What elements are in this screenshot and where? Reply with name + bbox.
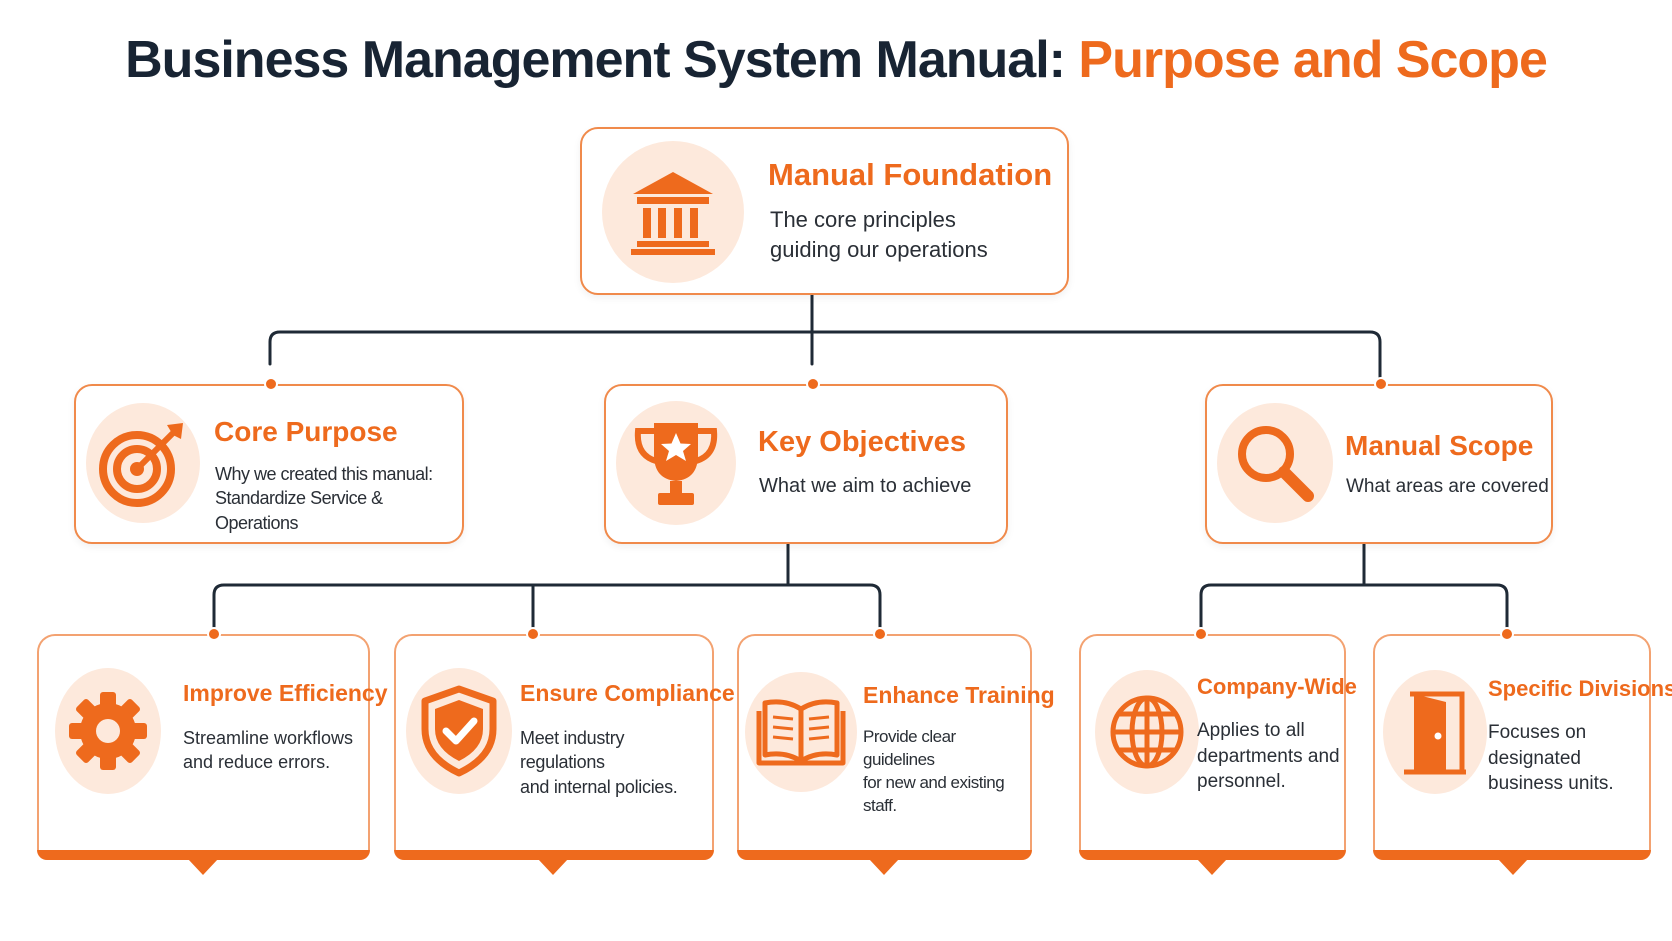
- specific-divisions-pointer: [1498, 859, 1528, 875]
- bank-building-icon: [631, 172, 715, 255]
- open-book-icon: [756, 699, 846, 766]
- card-manual-foundation: Manual Foundation The core principles gu…: [580, 127, 1069, 295]
- page-title-main: Business Management System Manual:: [125, 31, 1066, 89]
- improve-efficiency-icon-badge: [55, 668, 161, 794]
- scope-bus-line: [1199, 583, 1509, 634]
- manual-scope-icon-badge: [1217, 403, 1333, 523]
- enhance-training-pointer: [869, 859, 899, 875]
- magnifier-icon: [1238, 426, 1314, 502]
- connector-dot: [207, 627, 221, 641]
- ensure-compliance-title: Ensure Compliance: [520, 680, 735, 706]
- connector-dot: [264, 377, 278, 391]
- core-purpose-title: Core Purpose: [214, 416, 398, 447]
- connector-dot: [806, 377, 820, 391]
- specific-divisions-icon-badge: [1383, 670, 1487, 794]
- page-title-accent: Purpose and Scope: [1078, 31, 1547, 89]
- card-manual-scope: Manual Scope What areas are covered: [1205, 384, 1553, 544]
- connector-dot: [1194, 627, 1208, 641]
- card-specific-divisions: Specific Divisions Focuses on designated…: [1373, 634, 1672, 850]
- page-title: Business Management System Manual: Purpo…: [0, 30, 1672, 90]
- root-title: Manual Foundation: [768, 157, 1053, 192]
- company-wide-base-bar: [1079, 850, 1346, 860]
- connector-dot: [873, 627, 887, 641]
- enhance-training-base-bar: [737, 850, 1032, 860]
- key-objectives-icon-badge: [616, 401, 736, 525]
- improve-efficiency-pointer: [188, 859, 218, 875]
- level2-bus-line: [268, 330, 1382, 386]
- gear-icon: [69, 692, 147, 770]
- globe-icon: [1110, 695, 1184, 769]
- improve-efficiency-desc: Streamline workflows and reduce errors.: [183, 728, 354, 773]
- objectives-bus-line: [212, 583, 882, 634]
- enhance-training-icon-badge: [745, 672, 857, 792]
- ensure-compliance-icon-badge: [406, 668, 512, 794]
- trophy-icon: [634, 423, 718, 505]
- company-wide-pointer: [1197, 859, 1227, 875]
- core-purpose-desc: Why we created this manual: Standardize …: [215, 464, 433, 533]
- root-icon-badge: [602, 141, 744, 283]
- card-improve-efficiency: Improve Efficiency Streamline workflows …: [37, 634, 388, 850]
- ensure-compliance-pointer: [538, 859, 568, 875]
- connector-dot: [526, 627, 540, 641]
- improve-efficiency-title: Improve Efficiency: [183, 680, 388, 706]
- company-wide-desc: Applies to all departments and personnel…: [1197, 720, 1340, 793]
- card-ensure-compliance: Ensure Compliance Meet industry regulati…: [394, 634, 735, 850]
- company-wide-icon-badge: [1095, 670, 1199, 794]
- enhance-training-desc: Provide clear guidelines for new and exi…: [863, 727, 1005, 815]
- specific-divisions-base-bar: [1373, 850, 1651, 860]
- core-purpose-icon-badge: [86, 403, 200, 523]
- root-desc: The core principles guiding our operatio…: [770, 207, 988, 262]
- key-objectives-desc: What we aim to achieve: [759, 475, 972, 497]
- door-icon: [1404, 691, 1466, 775]
- shield-check-icon: [421, 685, 497, 777]
- ensure-compliance-desc: Meet industry regulations and internal p…: [520, 728, 678, 797]
- connector-dot: [1374, 377, 1388, 391]
- card-company-wide: Company-Wide Applies to all departments …: [1079, 634, 1357, 850]
- card-core-purpose: Core Purpose Why we created this manual:…: [74, 384, 464, 544]
- manual-scope-desc: What areas are covered: [1346, 476, 1549, 497]
- target-icon: [99, 423, 183, 507]
- key-objectives-title: Key Objectives: [758, 426, 966, 458]
- card-enhance-training: Enhance Training Provide clear guideline…: [737, 634, 1055, 850]
- specific-divisions-desc: Focuses on designated business units.: [1488, 722, 1614, 795]
- enhance-training-title: Enhance Training: [863, 682, 1055, 708]
- manual-scope-title: Manual Scope: [1345, 430, 1534, 461]
- connector-dot: [1500, 627, 1514, 641]
- ensure-compliance-base-bar: [394, 850, 714, 860]
- card-key-objectives: Key Objectives What we aim to achieve: [604, 384, 1008, 544]
- improve-efficiency-base-bar: [37, 850, 370, 860]
- company-wide-title: Company-Wide: [1197, 674, 1357, 699]
- specific-divisions-title: Specific Divisions: [1488, 676, 1672, 701]
